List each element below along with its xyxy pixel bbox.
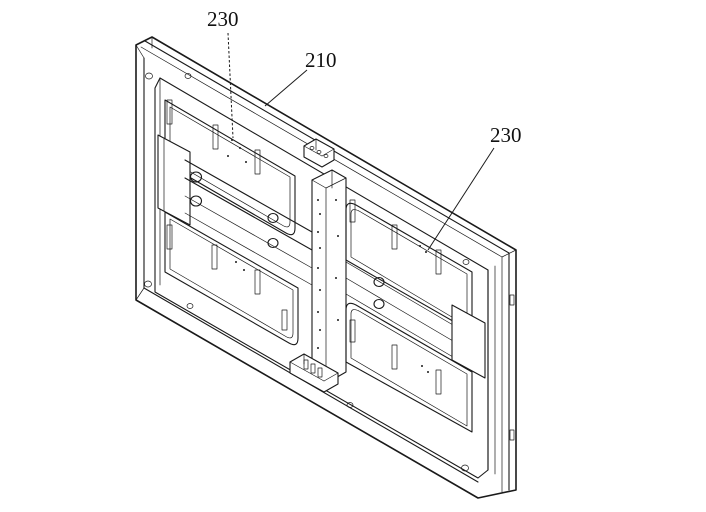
- right-post: [487, 265, 496, 475]
- center-rails: [184, 159, 471, 368]
- plate-upper-left: [157, 99, 296, 236]
- reference-label-210: 210: [305, 48, 337, 72]
- reference-label-230-right: 230: [490, 123, 522, 147]
- plate-lower-left: [164, 211, 299, 346]
- central-bar: [311, 169, 347, 381]
- top-connector: [303, 138, 335, 168]
- plate-upper-right: [345, 199, 486, 379]
- plate-lower-right: [345, 302, 473, 433]
- leader-210: [264, 69, 308, 107]
- bottom-connector: [289, 353, 339, 393]
- reference-label-230-left: 230: [207, 7, 239, 31]
- leader-230-right: [427, 147, 495, 251]
- leader-230-left: [227, 32, 234, 139]
